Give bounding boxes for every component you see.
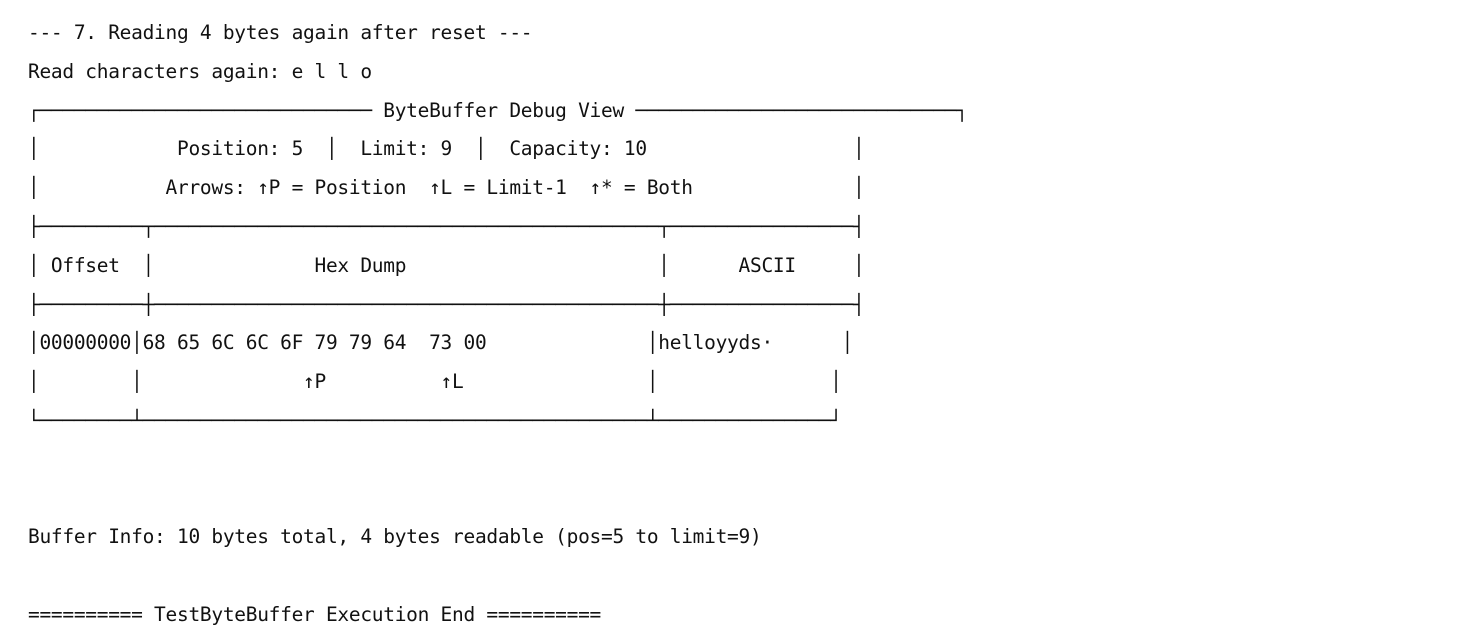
debug-view-legend-line: │ Arrows: ↑P = Position ↑L = Limit-1 ↑* …: [28, 176, 865, 200]
console-blank-line: [28, 480, 1448, 519]
console-line-section-header: --- 7. Reading 4 bytes again after reset…: [28, 21, 533, 44]
console-line-execution-end: ========== TestByteBuffer Execution End …: [28, 602, 601, 626]
table-header-top-rule: ├─────────┬─────────────────────────────…: [28, 214, 865, 238]
table-row-markers: │ │ ↑P ↑L │ │: [28, 370, 842, 394]
debug-view-box-top-border: ┌───────────────────────────── ByteBuffe…: [28, 98, 968, 122]
console-line-buffer-info: Buffer Info: 10 bytes total, 4 bytes rea…: [28, 525, 762, 549]
table-header-row: │ Offset │ Hex Dump │ ASCII │: [28, 253, 865, 277]
table-row: │00000000│68 65 6C 6C 6F 79 79 64 73 00 …: [28, 331, 854, 355]
table-header-bottom-rule: ├─────────┼─────────────────────────────…: [28, 292, 865, 316]
console-output: --- 7. Reading 4 bytes again after reset…: [28, 14, 1448, 635]
console-blank-line: [28, 557, 1448, 596]
debug-view-state-line: │ Position: 5 │ Limit: 9 │ Capacity: 10 …: [28, 137, 865, 161]
console-line-read-characters: Read characters again: e l l o: [28, 59, 372, 83]
debug-view-box-bottom-border: └────────┴──────────────────────────────…: [28, 408, 842, 432]
console-blank-line: [28, 441, 1448, 480]
